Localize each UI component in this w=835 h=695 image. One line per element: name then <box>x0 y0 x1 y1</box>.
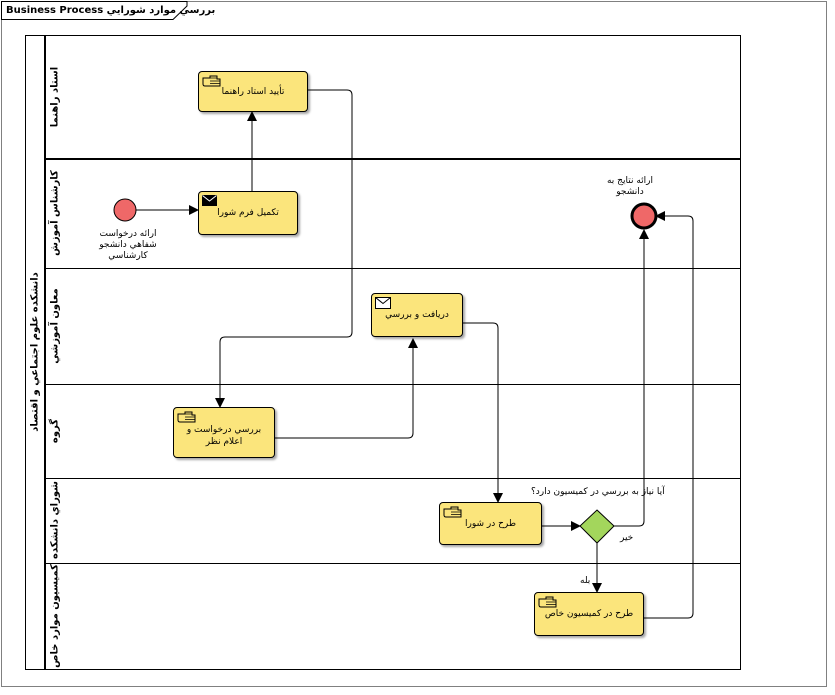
task-label: طرح در كميسيون خاص <box>544 609 634 619</box>
flow-deputy-to-council <box>463 322 503 503</box>
task-complete-form[interactable]: تكميل فرم شورا <box>198 191 298 235</box>
task-receive-review[interactable]: دريافت و بررسي <box>371 293 463 337</box>
flow-commission-to-end <box>644 211 694 619</box>
end-event-label: ارائه نتايج به دانشجو <box>606 176 653 197</box>
task-label: تأييد استاد راهنما <box>221 86 285 97</box>
flow-approval-to-group <box>215 89 353 408</box>
lane-header-divider <box>45 35 46 670</box>
receive-message-icon <box>375 297 391 309</box>
end-event <box>630 202 658 230</box>
title-tab <box>1 1 188 20</box>
manual-task-icon <box>177 411 196 423</box>
gateway-question-label: آيا نياز به بررسي در كميسيون دارد؟ <box>531 487 665 497</box>
flow-group-to-deputy <box>275 338 418 439</box>
task-group-review[interactable]: بررسي درخواست و اعلام نظر <box>173 407 275 458</box>
task-label: بررسي درخواست و اعلام نظر <box>186 424 262 447</box>
flow-gateway-to-end <box>614 229 649 527</box>
send-message-icon <box>202 195 217 206</box>
manual-task-icon <box>538 596 557 608</box>
task-label: تكميل فرم شورا <box>217 208 279 218</box>
task-label: طرح در شورا <box>464 518 517 529</box>
diagram-title: Business Process بررسي موارد شورايي <box>6 5 216 16</box>
pool-header <box>25 35 45 670</box>
gateway-yes-label: بله <box>580 576 591 586</box>
gateway-no-label: خير <box>620 533 634 543</box>
lane-divider <box>45 563 741 564</box>
exclusive-gateway <box>579 509 615 544</box>
task-council[interactable]: طرح در شورا <box>439 502 542 545</box>
lane-divider <box>45 478 741 479</box>
task-commission[interactable]: طرح در كميسيون خاص <box>534 592 644 636</box>
pool[interactable] <box>25 35 741 670</box>
start-event <box>113 198 137 222</box>
diagram-frame <box>1 1 827 687</box>
task-approve-supervisor[interactable]: تأييد استاد راهنما <box>198 71 308 112</box>
task-label: دريافت و بررسي <box>385 310 449 320</box>
start-event-label: ارائه درخواست شفاهي دانشجو كارشناسي <box>99 229 157 261</box>
lane-divider <box>45 158 741 160</box>
lane-divider <box>45 268 741 269</box>
manual-task-icon <box>443 506 462 518</box>
lane-divider <box>45 384 741 385</box>
manual-task-icon <box>202 75 221 87</box>
